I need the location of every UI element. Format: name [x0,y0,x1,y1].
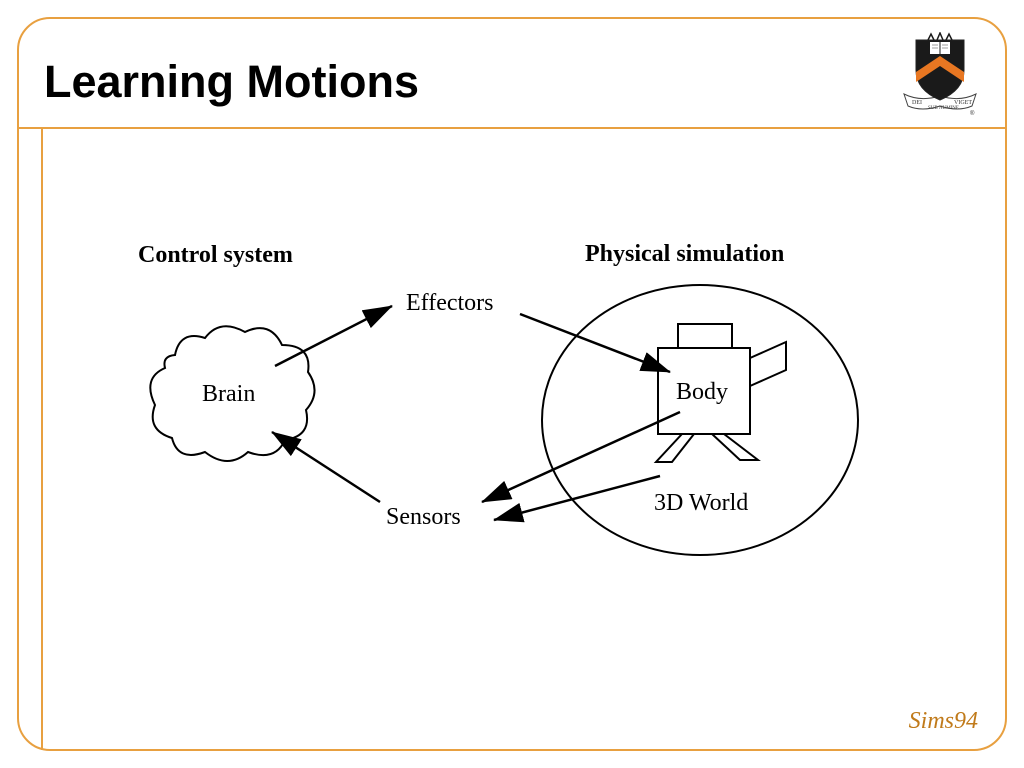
arrow-world-to-sensors [493,474,661,523]
citation-label: Sims94 [908,708,978,734]
motto-right: VIGET [954,100,972,106]
motto-left: DEI [912,100,922,106]
body-figure [653,323,787,463]
world-ellipse [541,284,859,556]
physical-simulation-heading: Physical simulation [585,241,784,267]
brain-label: Brain [202,381,255,407]
arrow-brain-to-effectors [274,304,393,368]
arrow-effectors-to-body [519,312,671,374]
world-label: 3D World [654,490,748,516]
effectors-label: Effectors [406,290,494,316]
sensors-label: Sensors [386,504,461,530]
arrow-sensors-to-brain [271,430,381,504]
body-label: Body [676,379,728,405]
slide-title: Learning Motions [44,56,419,107]
princeton-shield-icon: DEI SUB NUMINE VIGET ® [903,32,977,117]
arrow-body-to-sensors [481,410,681,504]
motto-center: SUB NUMINE [928,106,959,111]
registered-mark: ® [970,110,975,117]
control-system-heading: Control system [138,242,293,268]
